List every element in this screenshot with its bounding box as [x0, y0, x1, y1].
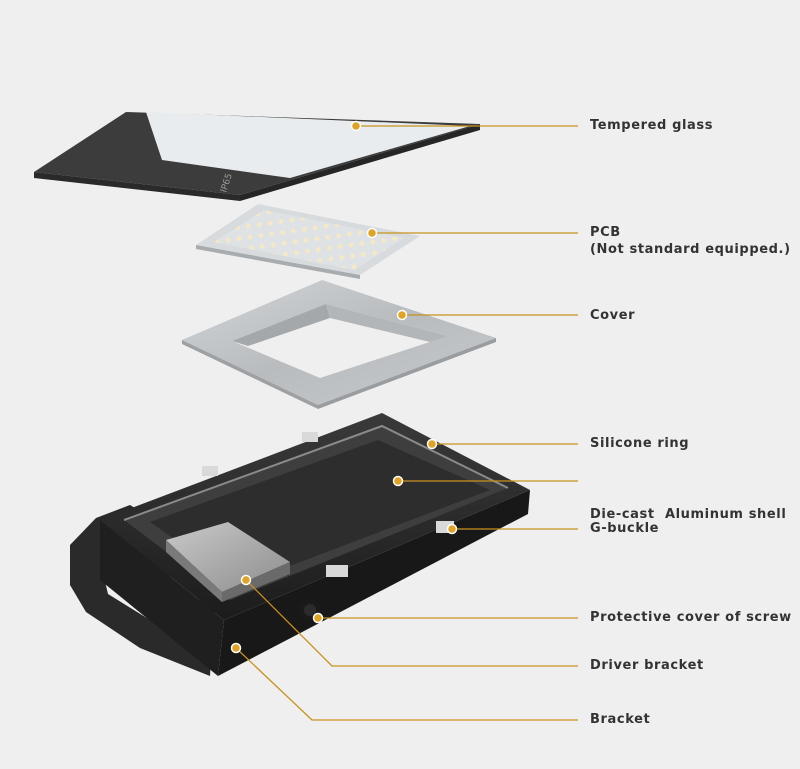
label-text: Die-cast Aluminum shell [590, 507, 787, 522]
label-cover: Cover [590, 307, 635, 324]
label-bracket: Bracket [590, 711, 650, 728]
cover-frame [182, 280, 496, 409]
label-screw-cover: Protective cover of screw [590, 609, 792, 626]
shell-assembly [70, 413, 530, 676]
label-pcb: PCB (Not standard equipped.) [590, 224, 791, 258]
leader-dots [230, 120, 458, 654]
dot-bracket [230, 642, 242, 654]
label-text: Bracket [590, 712, 651, 727]
label-text: Cover [590, 308, 636, 323]
label-text: Silicone ring [590, 436, 690, 451]
dot-tempered-glass [350, 120, 362, 132]
label-tempered-glass: Tempered glass [590, 117, 713, 134]
label-aluminum-shell: Die-cast Aluminum shell [590, 472, 786, 557]
label-text: G-buckle [590, 521, 660, 536]
label-g-buckle: G-buckle [590, 520, 659, 537]
dot-screw-cover [312, 612, 324, 624]
dot-driver-bracket [240, 574, 252, 586]
label-text: Driver bracket [590, 658, 704, 673]
label-text: Tempered glass [590, 118, 714, 133]
dot-aluminum-shell [392, 475, 404, 487]
pcb-board [196, 204, 420, 279]
dot-cover [396, 309, 408, 321]
leader-lines [235, 125, 578, 721]
label-text: PCB [590, 225, 621, 240]
dot-g-buckle [446, 523, 458, 535]
label-text: Protective cover of screw [590, 610, 792, 625]
label-driver-bracket: Driver bracket [590, 657, 704, 674]
label-silicone-ring: Silicone ring [590, 435, 689, 452]
tempered-glass-panel: IP65 [34, 112, 480, 201]
leader-bracket [235, 647, 578, 721]
dot-silicone-ring [426, 438, 438, 450]
leader-driver-bracket [245, 579, 578, 667]
label-note: (Not standard equipped.) [590, 242, 791, 257]
dot-pcb [366, 227, 378, 239]
